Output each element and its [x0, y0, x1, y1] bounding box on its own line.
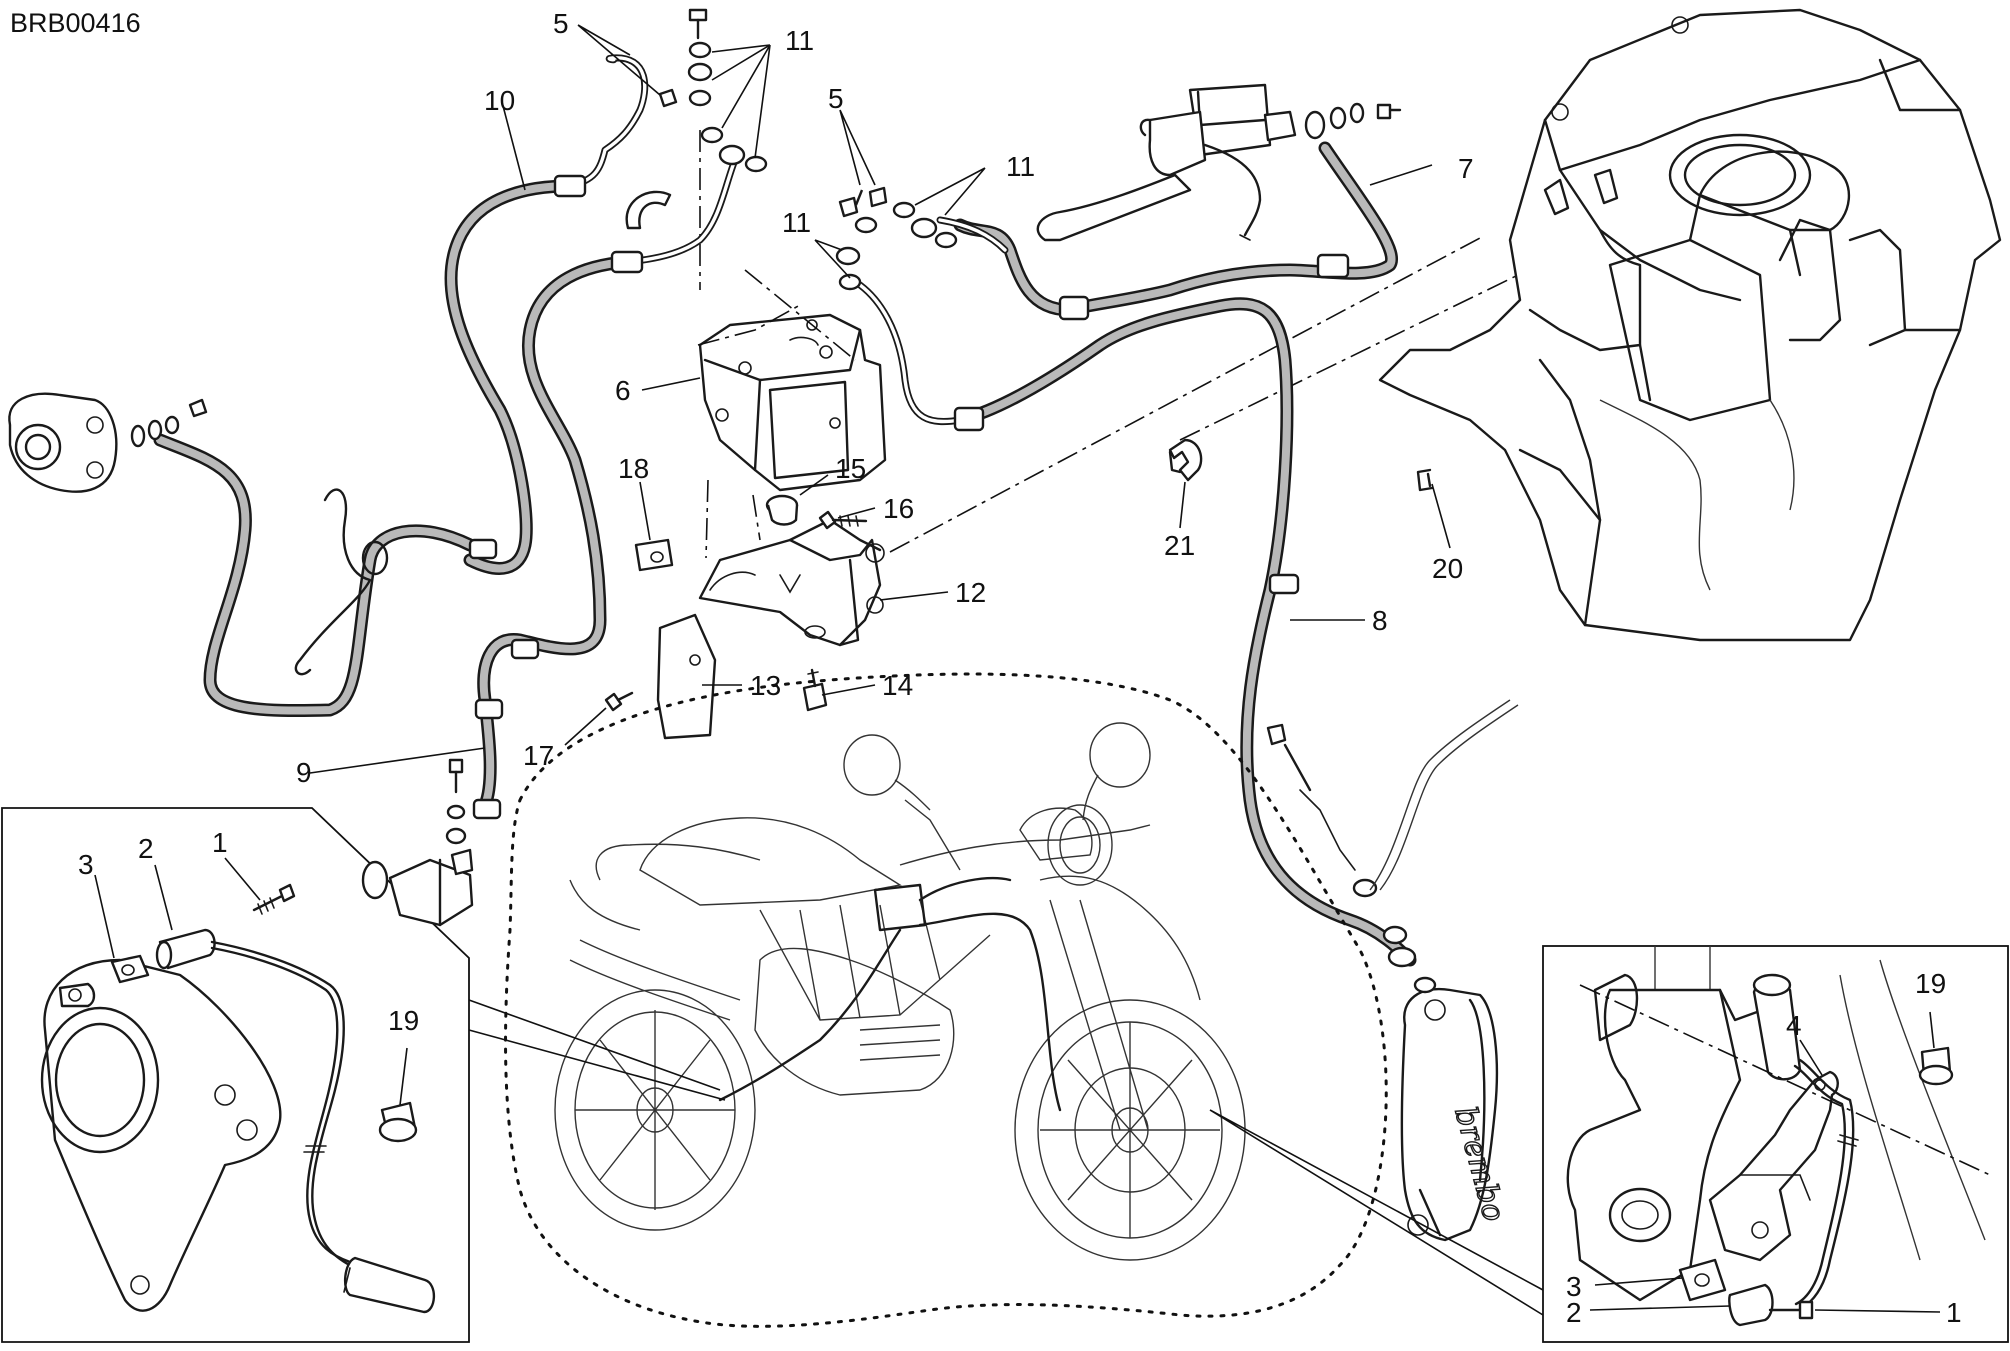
abs-bracket-12 — [698, 518, 885, 647]
callout-6: 6 — [615, 375, 631, 406]
spacer-3-left — [110, 954, 150, 984]
callout-7: 7 — [1458, 153, 1474, 184]
hose-clamp-top — [625, 190, 672, 230]
callout-17: 17 — [523, 740, 554, 771]
callout-leaders — [94, 24, 1941, 1313]
left-detail-inset — [1, 807, 470, 1343]
front-master-cylinder — [1036, 83, 1402, 242]
screw-1-left — [252, 883, 296, 915]
motorcycle-overview — [554, 722, 1246, 1261]
callout-16: 16 — [883, 493, 914, 524]
harness-wire-left — [294, 488, 372, 676]
front-caliper: brembo — [1400, 987, 1512, 1242]
screw-17 — [604, 691, 634, 712]
callout-2-left: 2 — [138, 833, 154, 864]
callout-11-mid-left: 11 — [782, 207, 811, 238]
clip-21 — [1168, 438, 1203, 482]
callout-11-mid-right: 11 — [1006, 151, 1035, 182]
callout-numbers: 5 11 5 11 11 10 7 6 15 16 18 12 13 14 17… — [78, 8, 1962, 1328]
front-fork-leg — [1566, 946, 1986, 1302]
motorcycle-overview-outline — [504, 672, 1388, 1328]
airbox-tank — [1378, 8, 2002, 642]
brake-pipe-8 — [953, 297, 1417, 967]
callout-3-right: 3 — [1566, 1271, 1582, 1302]
callout-13: 13 — [750, 670, 781, 701]
callout-19-right: 19 — [1915, 968, 1946, 999]
brake-pipe-10 — [444, 179, 577, 575]
callout-12: 12 — [955, 577, 986, 608]
callout-4-right: 4 — [1786, 1010, 1802, 1041]
hose-fittings — [468, 174, 1350, 820]
sensor-bracket-4 — [1708, 1070, 1839, 1262]
callout-19-left: 19 — [388, 1005, 419, 1036]
rear-caliper — [8, 392, 208, 493]
callout-10: 10 — [484, 85, 515, 116]
assembly-line-a — [697, 304, 801, 346]
callout-5-mid: 5 — [828, 83, 844, 114]
inset-leader-right — [1209, 1109, 1544, 1316]
inset-leader-left — [468, 999, 726, 1101]
banjo-bolts-top — [658, 8, 958, 291]
callout-14: 14 — [882, 670, 913, 701]
assembly-line-c — [752, 494, 761, 541]
callout-18: 18 — [618, 453, 649, 484]
assembly-line-f — [889, 237, 1481, 553]
callout-3-left: 3 — [78, 849, 94, 880]
callout-21: 21 — [1164, 530, 1195, 561]
rear-sensor-bracket — [40, 958, 282, 1312]
callout-2-right: 2 — [1566, 1297, 1582, 1328]
diagram-code: BRB00416 — [10, 8, 141, 38]
callout-5-top: 5 — [553, 8, 569, 39]
front-caliper-fittings — [1266, 699, 1519, 994]
plate-13 — [656, 613, 717, 740]
callout-1-left: 1 — [212, 827, 228, 858]
screw-16 — [818, 510, 868, 530]
hose-clip-loop — [361, 540, 389, 576]
callout-11-top: 11 — [785, 25, 814, 56]
callout-20: 20 — [1432, 553, 1463, 584]
callout-15: 15 — [835, 453, 866, 484]
wheel-speed-sensor-left — [155, 928, 436, 1314]
assembly-line-b — [705, 479, 709, 559]
clip-20 — [1416, 468, 1434, 492]
right-detail-inset — [1542, 945, 2009, 1343]
spacer-18 — [634, 538, 674, 572]
rear-caliper-hose — [153, 433, 477, 718]
assembly-line-e — [744, 269, 856, 361]
clip-19-left — [378, 1101, 418, 1143]
wheel-speed-sensor-right — [1728, 973, 1859, 1327]
abs-modulator-6 — [698, 313, 887, 492]
callout-9: 9 — [296, 757, 312, 788]
rear-master-cylinder — [361, 758, 474, 927]
screw-1-right — [1768, 1300, 1814, 1320]
clip-19-right — [1918, 1046, 1954, 1086]
brake-pipe-9 — [477, 255, 632, 812]
damper-14 — [802, 668, 828, 712]
callout-1-right: 1 — [1946, 1297, 1962, 1328]
callout-8: 8 — [1372, 605, 1388, 636]
spacer-3-right — [1678, 1258, 1727, 1302]
grommet-15 — [765, 494, 799, 526]
